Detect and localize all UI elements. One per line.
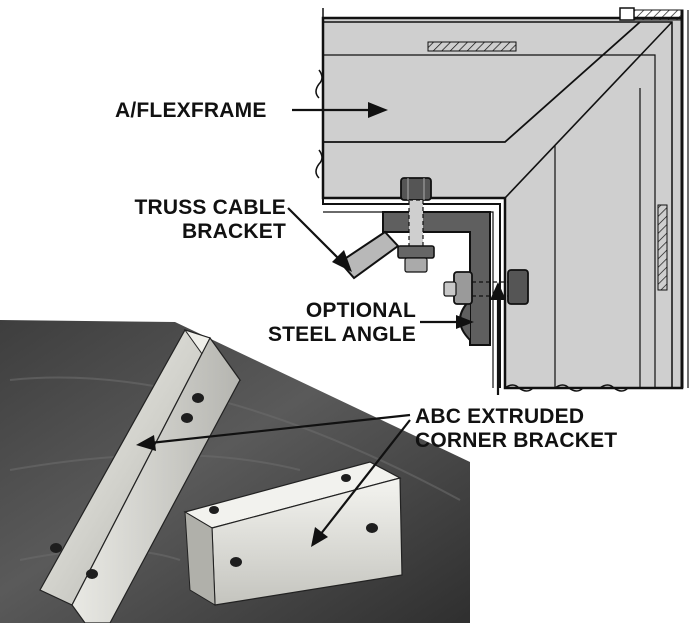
frame-drawing [315,7,689,392]
truss-cable-bracket [338,230,400,280]
break-line-left [315,69,323,179]
label-abc-line2: CORNER BRACKET [415,429,618,452]
leader-arrows [136,102,506,547]
miter-line [504,21,673,199]
label-steel-line1: OPTIONAL [305,299,416,322]
vertical-bolt [397,177,435,273]
break-line-bottom [504,384,629,392]
steel-angle [382,211,491,346]
hatched-channel-top [427,41,517,52]
label-truss-line1: TRUSS CABLE [134,196,286,219]
label-flexframe: A/FLEXFRAME [115,99,267,122]
label-truss-line2: BRACKET [181,220,286,243]
label-truss-cable-bracket: TRUSS CABLE BRACKET [108,196,286,244]
hatched-channel-right [657,204,668,291]
long-angle-bracket [39,329,242,624]
bracket-photo [0,320,470,624]
label-abc-extruded-corner-bracket: ABC EXTRUDED CORNER BRACKET [415,405,617,453]
short-extruded-bracket [183,461,403,606]
label-optional-steel-angle: OPTIONAL STEEL ANGLE [238,299,416,347]
label-steel-line2: STEEL ANGLE [267,323,416,346]
label-abc-line1: ABC EXTRUDED [415,405,585,428]
horizontal-bolt [443,269,529,305]
